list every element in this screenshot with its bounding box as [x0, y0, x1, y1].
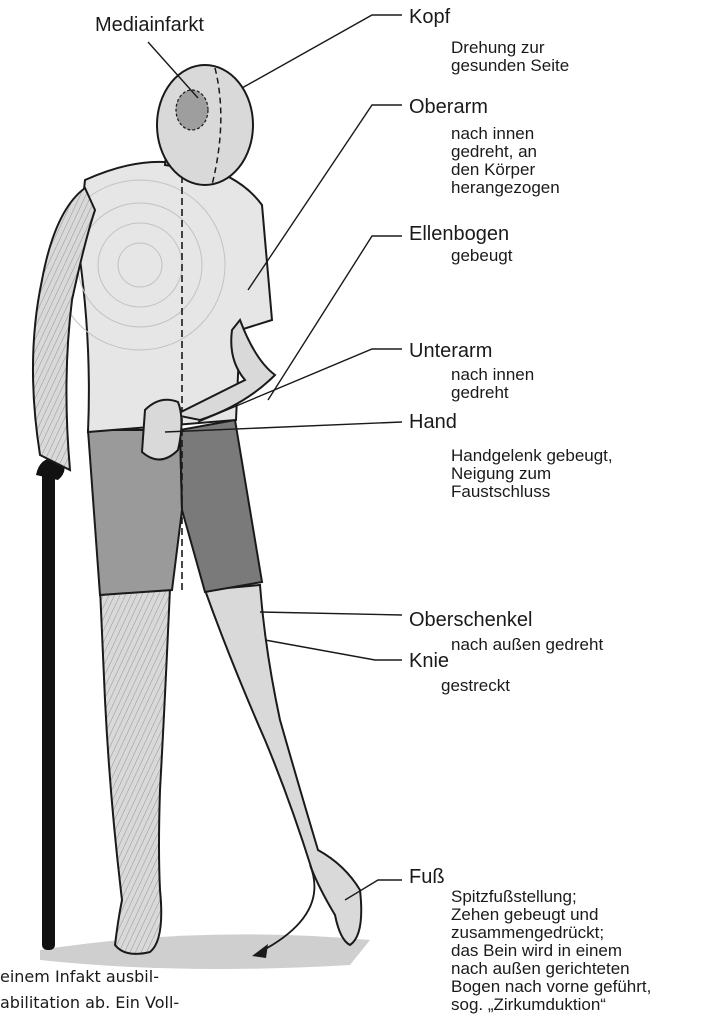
label-oberschenkel-heading: Oberschenkel: [409, 609, 532, 631]
label-knie-detail: gestreckt: [441, 677, 510, 695]
label-oberschenkel-detail: nach außen gedreht: [451, 636, 603, 654]
head: [157, 65, 253, 185]
infarct-area: [176, 90, 208, 130]
label-oberarm-heading: Oberarm: [409, 96, 488, 118]
label-unterarm-detail: nach innen gedreht: [451, 366, 534, 402]
label-ellenbogen-detail: gebeugt: [451, 247, 512, 265]
label-unterarm-heading: Unterarm: [409, 340, 492, 362]
label-knie-heading: Knie: [409, 650, 449, 672]
left-leg: [100, 588, 170, 954]
label-ellenbogen-heading: Ellenbogen: [409, 223, 509, 245]
footer-text-fragment: einem Infakt ausbil- abilitation ab. Ein…: [0, 964, 260, 1016]
label-kopf-detail: Drehung zur gesunden Seite: [451, 39, 569, 75]
walking-cane: [42, 470, 55, 950]
label-kopf-heading: Kopf: [409, 6, 450, 28]
label-hand-heading: Hand: [409, 411, 457, 433]
label-fuss-detail: Spitzfußstellung; Zehen gebeugt und zusa…: [451, 888, 651, 1014]
label-oberarm-detail: nach innen gedreht, an den Körper herang…: [451, 125, 560, 197]
label-hand-detail: Handgelenk gebeugt, Neigung zum Faustsch…: [451, 447, 613, 501]
left-arm: [33, 188, 95, 470]
stroke-annotation: Mediainfarkt: [95, 14, 204, 37]
label-fuss-heading: Fuß: [409, 866, 445, 888]
shorts-right: [180, 420, 262, 592]
right-leg: [205, 585, 361, 945]
flexed-hand: [142, 400, 182, 460]
